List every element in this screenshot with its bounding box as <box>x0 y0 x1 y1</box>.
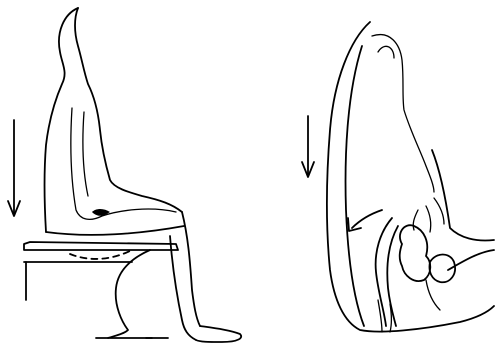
right-down-arrow <box>302 116 314 177</box>
pelvis-outline <box>327 22 494 332</box>
toilet <box>24 242 178 338</box>
right-panel <box>302 22 494 332</box>
internal-organs <box>376 198 455 332</box>
left-down-arrow <box>8 120 20 216</box>
right-curved-arrow <box>348 210 382 231</box>
left-panel <box>8 8 241 342</box>
seated-figure <box>45 8 242 342</box>
